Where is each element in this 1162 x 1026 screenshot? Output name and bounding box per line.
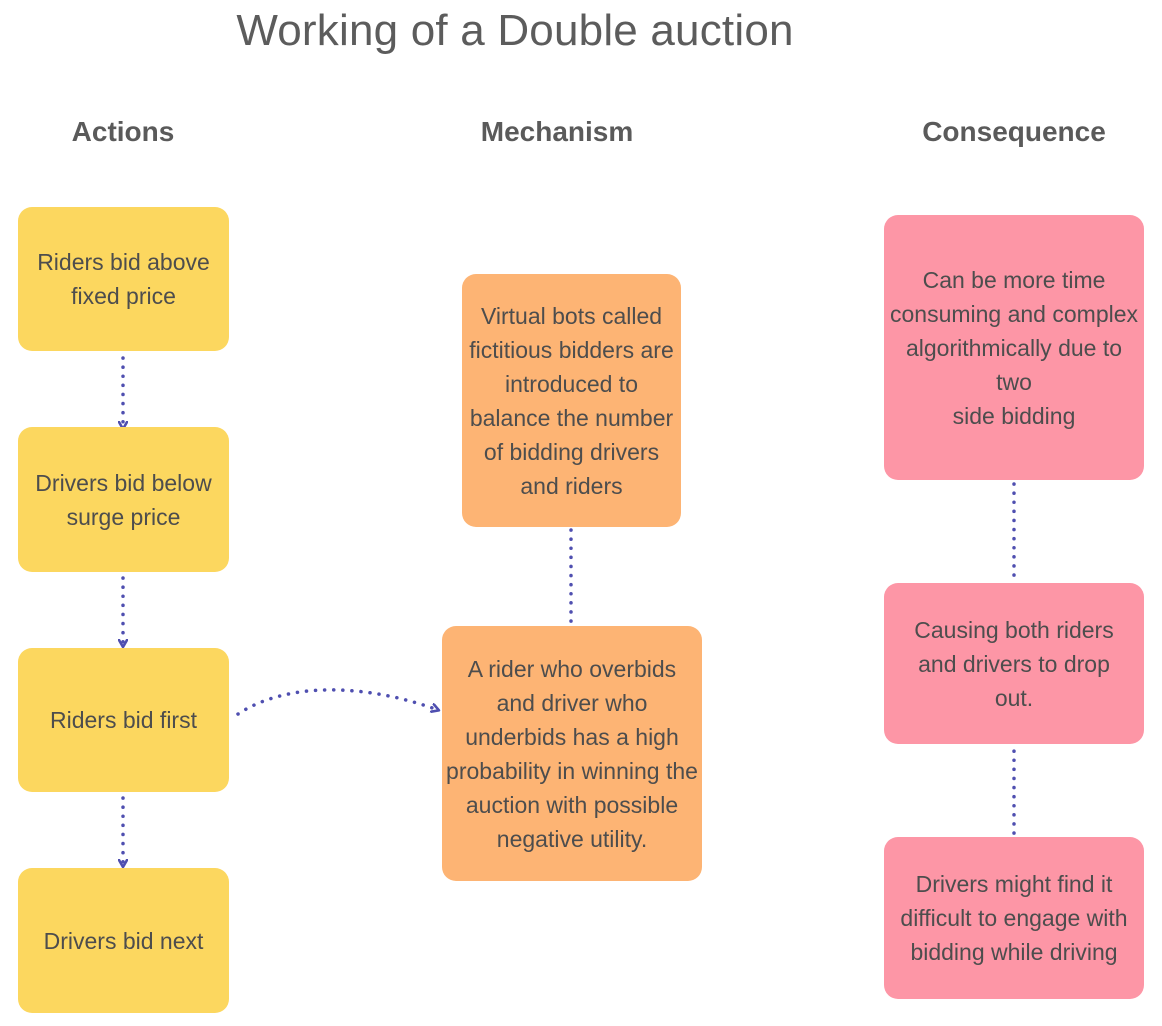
action-text: Riders bid above fixed price bbox=[37, 249, 210, 309]
mechanism-box-1: Virtual bots called fictitious bidders a… bbox=[462, 274, 681, 527]
action-text: Riders bid first bbox=[50, 707, 197, 733]
arrow-action3-to-mechanism2 bbox=[236, 688, 438, 716]
consequence-text: Drivers might find it difficult to engag… bbox=[900, 871, 1128, 965]
mechanism-text: Virtual bots called fictitious bidders a… bbox=[469, 302, 674, 499]
action-box-2: Drivers bid below surge price bbox=[18, 427, 229, 572]
mechanism-box-2: A rider who overbids and driver who unde… bbox=[442, 626, 702, 881]
action-text: Drivers bid next bbox=[43, 927, 204, 954]
consequence-box-3: Drivers might find it difficult to engag… bbox=[884, 837, 1144, 999]
action-box-3: Riders bid first bbox=[18, 648, 229, 792]
column-heading-consequence: Consequence bbox=[922, 116, 1106, 147]
action-box-4: Drivers bid next bbox=[18, 868, 229, 1013]
mechanism-text: A rider who overbids and driver who unde… bbox=[446, 655, 698, 852]
consequence-box-2: Causing both riders and drivers to drop … bbox=[884, 583, 1144, 744]
column-heading-mechanism: Mechanism bbox=[480, 116, 634, 147]
column-heading-actions: Actions bbox=[71, 116, 175, 147]
action-box-1: Riders bid above fixed price bbox=[18, 207, 229, 351]
consequence-text: Can be more time consuming and complex a… bbox=[889, 266, 1139, 429]
action-text: Drivers bid below surge price bbox=[35, 469, 212, 530]
consequence-text: Causing both riders and drivers to drop … bbox=[914, 616, 1114, 711]
consequence-box-1: Can be more time consuming and complex a… bbox=[884, 215, 1144, 480]
diagram-title: Working of a Double auction bbox=[236, 6, 794, 55]
